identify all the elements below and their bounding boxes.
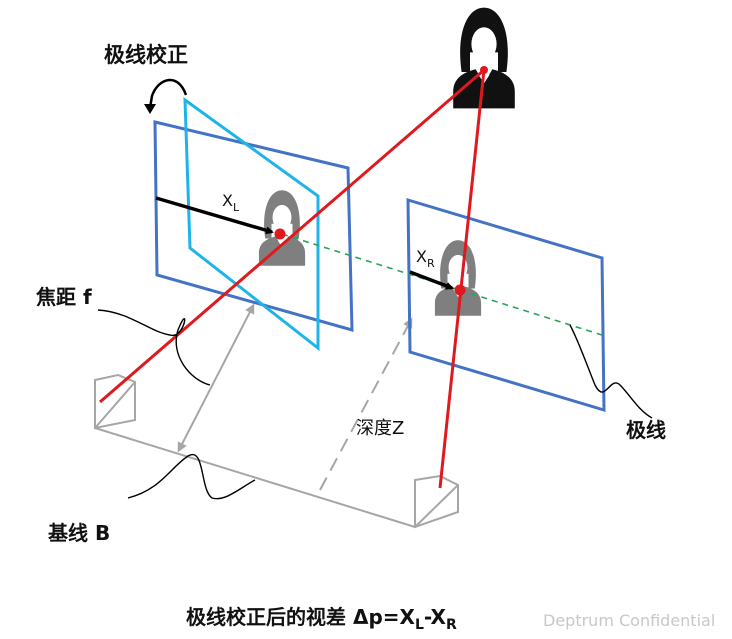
scene-person-icon bbox=[453, 7, 515, 109]
disparity-caption: 极线校正后的视差 Δp=XL-XR bbox=[186, 605, 457, 633]
left-image-plane bbox=[153, 120, 354, 332]
depth-arrow bbox=[319, 317, 413, 491]
xr-arrow bbox=[409, 270, 454, 290]
right-image-plane bbox=[406, 197, 606, 413]
rectification-label: 极线校正 bbox=[104, 43, 188, 67]
left-rotated-plane bbox=[183, 96, 320, 352]
epipolar-leader bbox=[569, 324, 653, 419]
scene-point bbox=[480, 66, 488, 74]
focal-length-arrow bbox=[177, 303, 255, 453]
focal-length-label: 焦距 f bbox=[36, 285, 92, 309]
right-image-point bbox=[454, 284, 466, 296]
focal-length-leader bbox=[97, 309, 211, 386]
baseline-line bbox=[94, 427, 416, 528]
xr-label: XR bbox=[416, 247, 435, 270]
baseline-leader bbox=[127, 453, 256, 500]
left-projection-ray bbox=[99, 68, 485, 404]
rectification-rotate-icon bbox=[148, 78, 188, 109]
right-camera bbox=[414, 474, 459, 529]
epipolar-line-label: 极线 bbox=[626, 418, 666, 442]
left-image-person-icon bbox=[258, 190, 306, 266]
depth-label: 深度Z bbox=[356, 418, 404, 439]
left-image-point bbox=[274, 228, 286, 240]
xl-arrow bbox=[155, 196, 274, 235]
left-camera bbox=[94, 373, 136, 430]
right-projection-ray bbox=[438, 69, 486, 489]
baseline-label: 基线 B bbox=[48, 521, 110, 545]
confidential-watermark: Deptrum Confidential bbox=[543, 611, 715, 630]
xl-label: XL bbox=[222, 191, 240, 214]
